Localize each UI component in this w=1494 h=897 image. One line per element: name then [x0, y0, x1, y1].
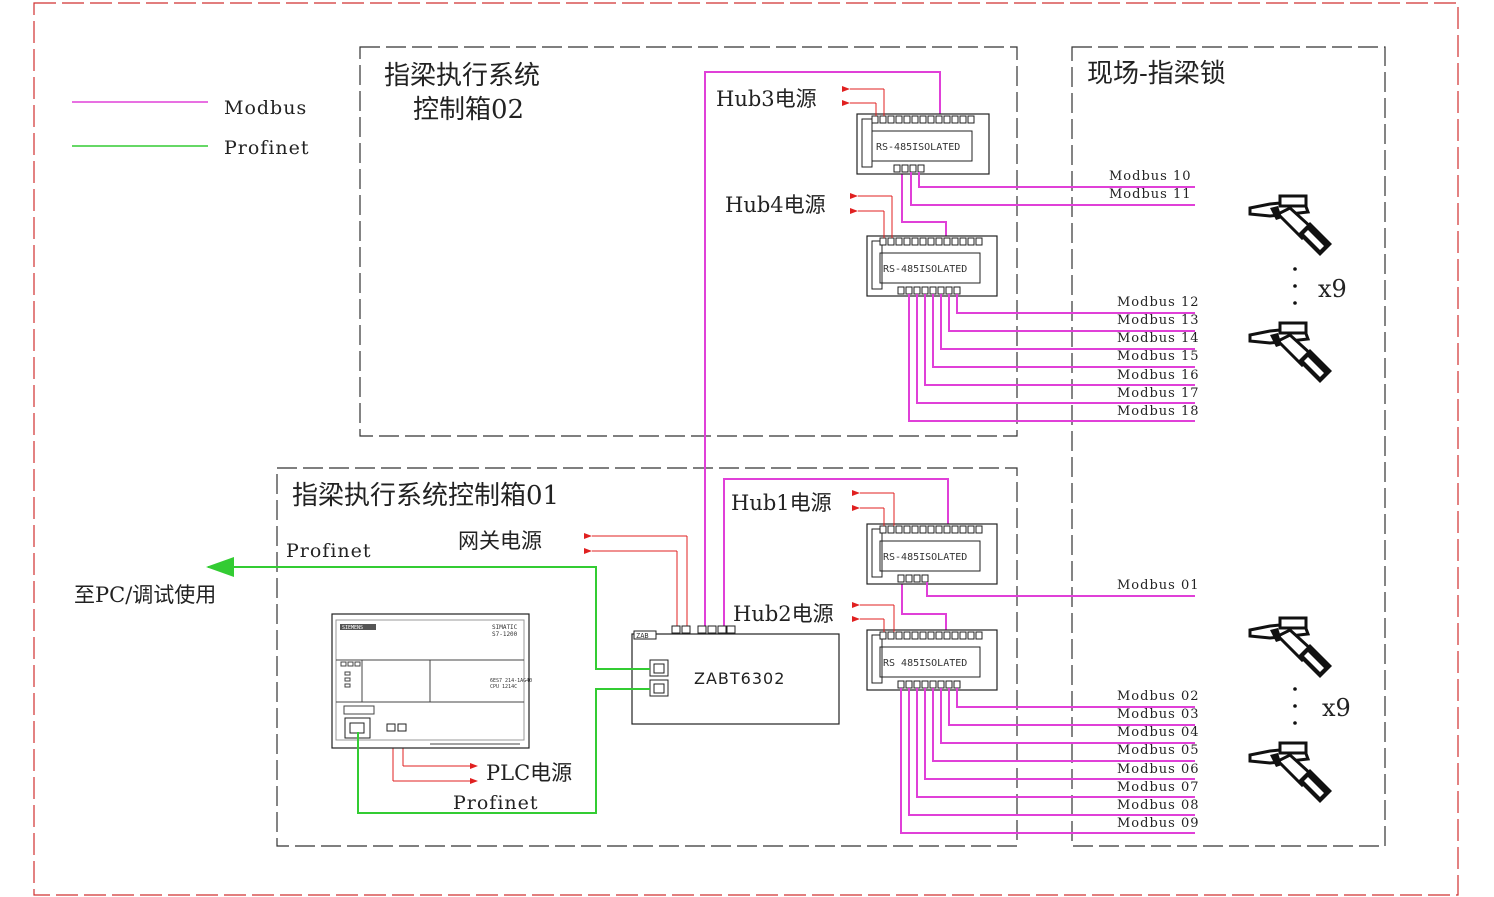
modbus-label: Modbus 16 — [1117, 368, 1200, 383]
profinet-wires — [206, 557, 650, 814]
hub4-device: RS-485ISOLATED — [866, 235, 998, 297]
box02-title-line1: 指梁执行系统 — [384, 61, 540, 91]
gateway-name: ZABT6302 — [694, 669, 785, 688]
modbus-label: Modbus 17 — [1117, 386, 1200, 401]
modbus-label: Modbus 01 — [1117, 578, 1200, 593]
hub1-device: RS-485ISOLATED — [866, 523, 998, 585]
modbus-label: Modbus 06 — [1117, 762, 1200, 777]
hub1-label: RS-485ISOLATED — [883, 552, 967, 563]
plc-sub: 6ES7 214-1AG40 — [490, 678, 532, 684]
outer-border — [33, 2, 1459, 896]
control-box-01 — [276, 467, 1018, 847]
lock-icon — [1248, 741, 1334, 805]
gateway-power-label: 网关电源 — [458, 529, 542, 553]
modbus-label: Modbus 07 — [1117, 780, 1200, 795]
hub4-label: RS-485ISOLATED — [883, 264, 967, 275]
profinet-top-label: Profinet — [286, 540, 372, 562]
hub2-device: RS 485ISOLATED — [866, 629, 998, 691]
lower-multiplier: x9 — [1322, 694, 1351, 722]
modbus-label: Modbus 15 — [1117, 349, 1200, 364]
plc-brand: SIMATIC — [492, 624, 518, 631]
box01-title: 指梁执行系统控制箱01 — [292, 481, 559, 511]
lock-icon — [1248, 321, 1334, 385]
hub2-label: RS 485ISOLATED — [883, 658, 967, 669]
hub3-label: RS-485ISOLATED — [876, 142, 960, 153]
legend-profinet-label: Profinet — [224, 137, 310, 159]
profinet-bottom-label: Profinet — [453, 792, 539, 814]
plc-power-label: PLC电源 — [486, 761, 572, 785]
modbus-trunks — [704, 71, 949, 633]
modbus-label: Modbus 09 — [1117, 816, 1200, 831]
hub1-power-label: Hub1电源 — [731, 491, 832, 515]
plc-tag: SIEMENS — [342, 625, 363, 631]
modbus-outputs — [900, 172, 1195, 834]
modbus-label: Modbus 03 — [1117, 707, 1200, 722]
modbus-label: Modbus 14 — [1117, 331, 1200, 346]
gateway-tag: ZAB — [636, 632, 649, 640]
modbus-label: Modbus 10 — [1109, 169, 1192, 184]
plc-model: S7-1200 — [492, 631, 518, 638]
modbus-label: Modbus 13 — [1117, 313, 1200, 328]
plc-sub2: CPU 1214C — [490, 684, 517, 690]
ellipsis-dots — [1293, 267, 1297, 725]
field-box — [1071, 46, 1386, 847]
modbus-label: Modbus 08 — [1117, 798, 1200, 813]
field-title: 现场-指梁锁 — [1087, 59, 1226, 89]
box02-title-line2: 控制箱02 — [413, 95, 524, 125]
modbus-label: Modbus 02 — [1117, 689, 1200, 704]
lock-icon — [1248, 616, 1334, 680]
plc-device: SIEMENS SIMATIC S7-1200 6ES7 214-1AG40 C… — [331, 613, 532, 749]
gateway-device: ZAB ZABT6302 — [631, 625, 840, 725]
lock-icon — [1248, 194, 1334, 258]
modbus-label: Modbus 12 — [1117, 295, 1200, 310]
hub3-device: RS-485ISOLATED — [856, 113, 990, 175]
legend-modbus-label: Modbus — [224, 97, 307, 119]
control-box-02 — [359, 46, 1018, 437]
modbus-label: Modbus 04 — [1117, 725, 1200, 740]
to-pc-label: 至PC/调试使用 — [74, 583, 216, 607]
modbus-label: Modbus 18 — [1117, 404, 1200, 419]
hub2-power-label: Hub2电源 — [733, 602, 834, 626]
modbus-label: Modbus 05 — [1117, 743, 1200, 758]
upper-multiplier: x9 — [1318, 275, 1347, 303]
hub3-power-label: Hub3电源 — [716, 87, 817, 111]
modbus-label: Modbus 11 — [1109, 187, 1192, 202]
hub4-power-label: Hub4电源 — [725, 193, 826, 217]
